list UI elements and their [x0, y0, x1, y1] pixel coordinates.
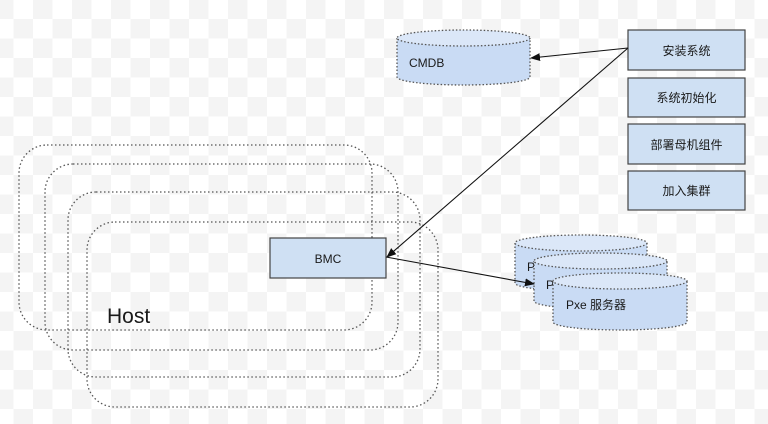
step-label: 部署母机组件 — [650, 137, 722, 152]
edges — [385, 47, 629, 287]
edge-bmc-to-pxe — [385, 256, 535, 287]
step-label: 安装系统 — [662, 43, 710, 58]
host-frame-2[interactable] — [44, 163, 399, 351]
pxe-server-stack: P P Pxe 服务器 — [514, 234, 688, 331]
step-list: 安装系统 系统初始化 部署母机组件 加入集群 — [627, 29, 746, 211]
step-deploy-host-components[interactable]: 部署母机组件 — [627, 123, 746, 165]
cmdb-label: CMDB — [409, 56, 444, 70]
step-join-cluster[interactable]: 加入集群 — [627, 170, 746, 211]
edge-install-to-cmdb — [530, 47, 629, 62]
pxe-back-label: P — [527, 260, 535, 274]
host-frame-3[interactable] — [67, 191, 421, 378]
step-system-init[interactable]: 系统初始化 — [627, 77, 746, 118]
pxe-back-label: P — [546, 278, 554, 292]
step-label: 加入集群 — [662, 183, 710, 198]
cmdb-database[interactable]: CMDB — [396, 29, 531, 86]
pxe-server-label: Pxe 服务器 — [566, 297, 626, 312]
bmc-label: BMC — [315, 252, 342, 266]
step-label: 系统初始化 — [656, 91, 716, 105]
bmc-node[interactable]: BMC — [269, 237, 387, 279]
host-label: Host — [107, 305, 150, 328]
pxe-server[interactable]: Pxe 服务器 — [552, 272, 688, 331]
step-install-system[interactable]: 安装系统 — [627, 29, 746, 71]
edge-install-to-bmc — [386, 47, 629, 258]
